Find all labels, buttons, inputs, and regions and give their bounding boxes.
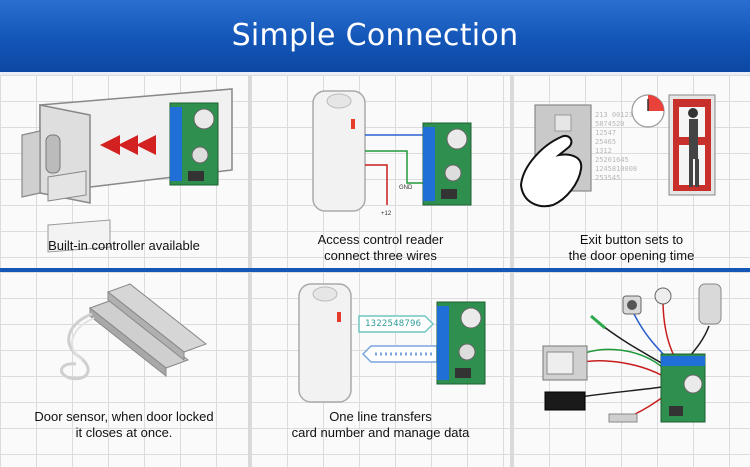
data-transfer-illustration bbox=[298, 283, 486, 403]
panel-wiring-overview bbox=[513, 272, 750, 467]
code-lines: 213 00123 5874520 12547 25465 1312 25201… bbox=[595, 111, 638, 182]
divider bbox=[248, 75, 251, 268]
reader-wiring-illustration: GND +12 bbox=[312, 90, 472, 217]
panel-door-sensor: Door sensor, when door locked it closes … bbox=[0, 272, 248, 467]
caption: Built-in controller available bbox=[48, 238, 200, 253]
panel-access-reader: GND +12 Access control reader connect th… bbox=[251, 75, 510, 268]
exit-button-illustration bbox=[519, 94, 716, 208]
caption: Door sensor, when door locked it closes … bbox=[34, 409, 214, 440]
panel-exit-button: 213 00123 5874520 12547 25465 1312 25201… bbox=[513, 75, 750, 268]
header-underline bbox=[0, 72, 750, 75]
panel-builtin-controller: Built-in controller available bbox=[0, 75, 248, 268]
header-banner: Simple Connection bbox=[0, 0, 750, 72]
divider bbox=[248, 272, 251, 467]
panel-data-transfer: 1322548796 One line transfers card numbe… bbox=[251, 272, 510, 467]
page-title: Simple Connection bbox=[231, 18, 519, 53]
divider bbox=[510, 75, 513, 268]
card-number: 1322548796 bbox=[365, 319, 422, 329]
caption: Exit button sets to the door opening tim… bbox=[568, 232, 695, 263]
wire-label-gnd: GND bbox=[399, 185, 413, 191]
lock-with-controller-illustration bbox=[21, 88, 233, 253]
wire-label-12v: +12 bbox=[381, 211, 392, 217]
caption: Access control reader connect three wire… bbox=[317, 232, 444, 263]
caption: One line transfers card number and manag… bbox=[291, 409, 470, 440]
divider bbox=[510, 272, 513, 467]
wiring-overview-illustration bbox=[542, 283, 722, 423]
door-sensor-illustration bbox=[60, 283, 208, 381]
row-divider bbox=[0, 268, 750, 272]
